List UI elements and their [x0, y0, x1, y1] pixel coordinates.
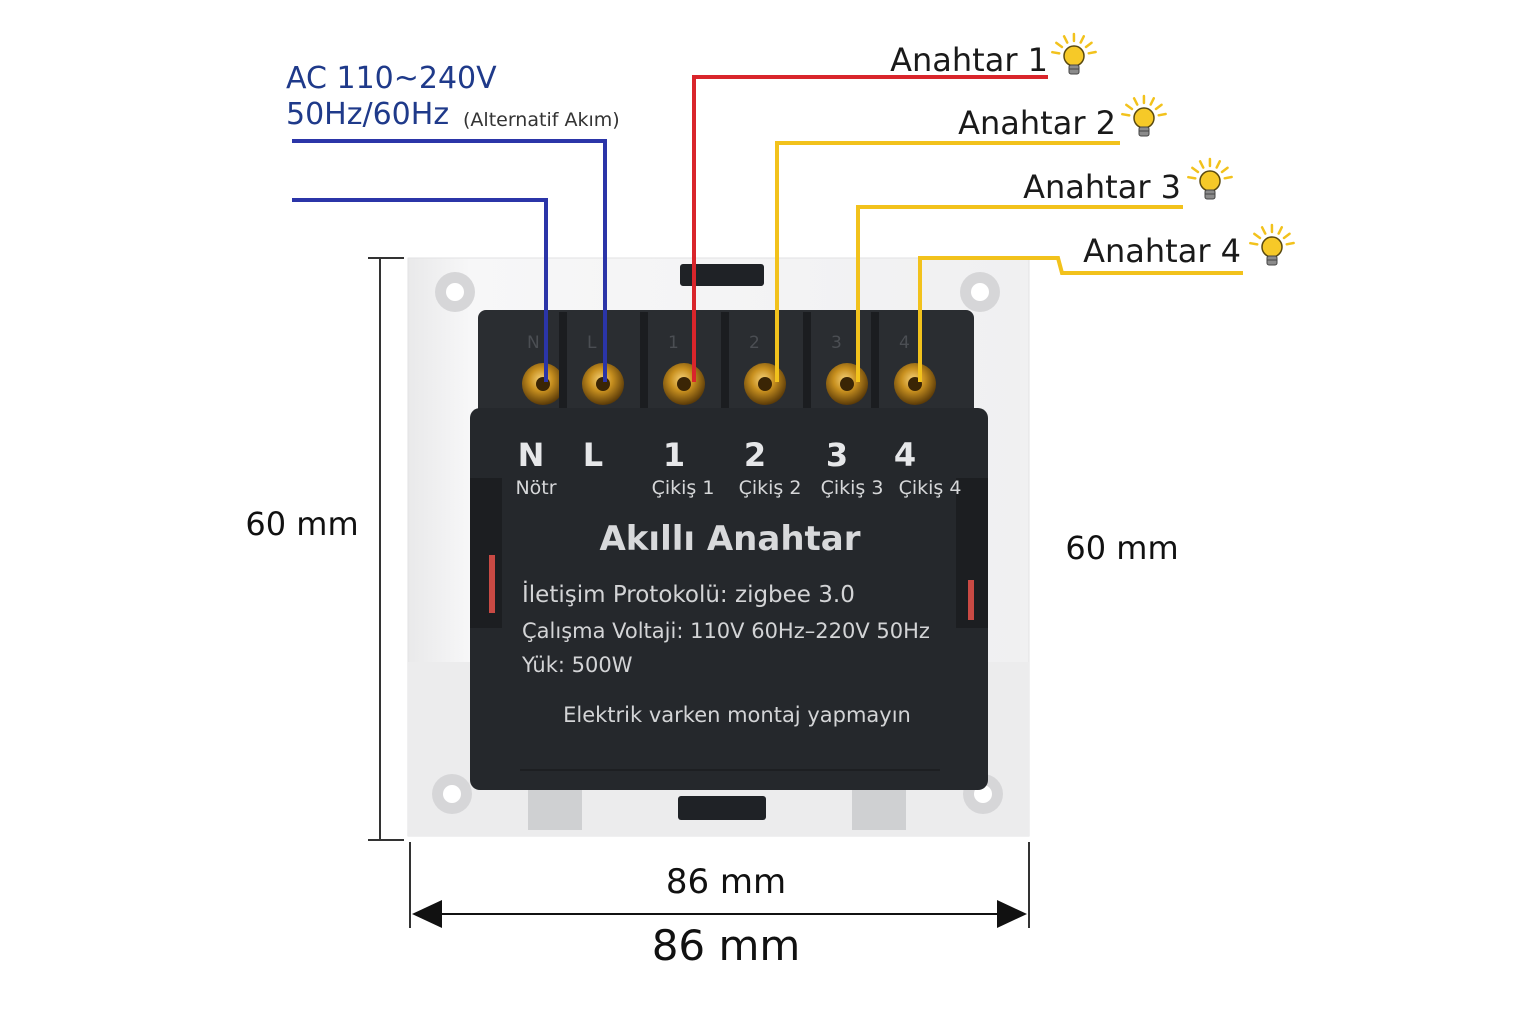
terminal-mark: 3 — [831, 333, 842, 353]
lightbulb-icon — [1121, 94, 1167, 137]
terminal-caption: Çikiş 1 — [652, 477, 715, 499]
spec-load: Yük: 500W — [521, 653, 633, 677]
top-latch — [680, 264, 764, 286]
supply-voltage: AC 110~240V — [286, 61, 497, 96]
device-title: Akıllı Anahtar — [599, 519, 860, 559]
width-dimension — [409, 842, 1030, 928]
terminal-caption: Çikiş 2 — [739, 477, 802, 499]
terminal-letter: N — [518, 436, 545, 474]
switch-label-4: Anahtar 4 — [1083, 232, 1241, 270]
width-label-upper: 86 mm — [666, 862, 786, 902]
terminal-mark: 4 — [899, 333, 910, 353]
terminal-letter: 2 — [744, 436, 766, 474]
arrowhead-right — [997, 900, 1027, 928]
lightbulb-icon — [1187, 157, 1233, 200]
side-clip-left — [470, 478, 502, 628]
terminal-1: N N Nötr — [515, 333, 564, 499]
terminal-mark: L — [587, 333, 597, 353]
terminal-caption: Çikiş 4 — [899, 477, 962, 499]
bottom-latch — [678, 796, 766, 820]
switch-label-1: Anahtar 1 — [890, 41, 1048, 79]
terminal-mark: N — [527, 333, 540, 353]
wiring — [292, 75, 1243, 382]
supply-frequency: 50Hz/60Hz — [286, 97, 449, 132]
wire-anahtar-4 — [918, 256, 1243, 382]
terminal-caption: Çikiş 3 — [821, 477, 884, 499]
lightbulb-icon — [1051, 32, 1097, 75]
arrowhead-left — [412, 900, 442, 928]
wire-anahtar-1 — [692, 75, 1048, 382]
switch-label-3: Anahtar 3 — [1023, 168, 1181, 206]
screw-hole-bottom-left — [432, 774, 472, 814]
supply-note: (Alternatif Akım) — [463, 109, 620, 131]
mount-clip-left — [528, 790, 582, 830]
terminal-2: LL — [559, 312, 624, 474]
spec-protocol: İletişim Protokolü: zigbee 3.0 — [522, 580, 855, 608]
width-label-lower: 86 mm — [652, 921, 801, 970]
height-dimension — [368, 257, 404, 841]
screw-hole-top-left — [435, 272, 475, 312]
lightbulb-icon — [1249, 223, 1295, 266]
switch-label-2: Anahtar 2 — [958, 104, 1116, 142]
live-wire — [292, 139, 607, 382]
terminal-letter: L — [583, 436, 603, 474]
terminal-mark: 2 — [749, 333, 760, 353]
spec-voltage: Çalışma Voltaji: 110V 60Hz–220V 50Hz — [522, 619, 930, 643]
terminal-caption: Nötr — [515, 477, 556, 499]
height-label-left: 60 mm — [245, 505, 358, 543]
terminal-letter: 3 — [826, 436, 848, 474]
lightbulb-icons — [1051, 32, 1295, 266]
mount-clip-right — [852, 790, 906, 830]
terminal-letter: 1 — [663, 436, 685, 474]
terminal-letter: 4 — [894, 436, 916, 474]
terminal-mark: 1 — [668, 333, 679, 353]
wire-anahtar-2 — [775, 141, 1120, 382]
neutral-wire — [292, 198, 548, 382]
screw-hole-top-right — [960, 272, 1000, 312]
wire-anahtar-3 — [856, 205, 1183, 382]
safety-warning: Elektrik varken montaj yapmayın — [563, 703, 911, 727]
height-label-right: 60 mm — [1065, 529, 1178, 567]
